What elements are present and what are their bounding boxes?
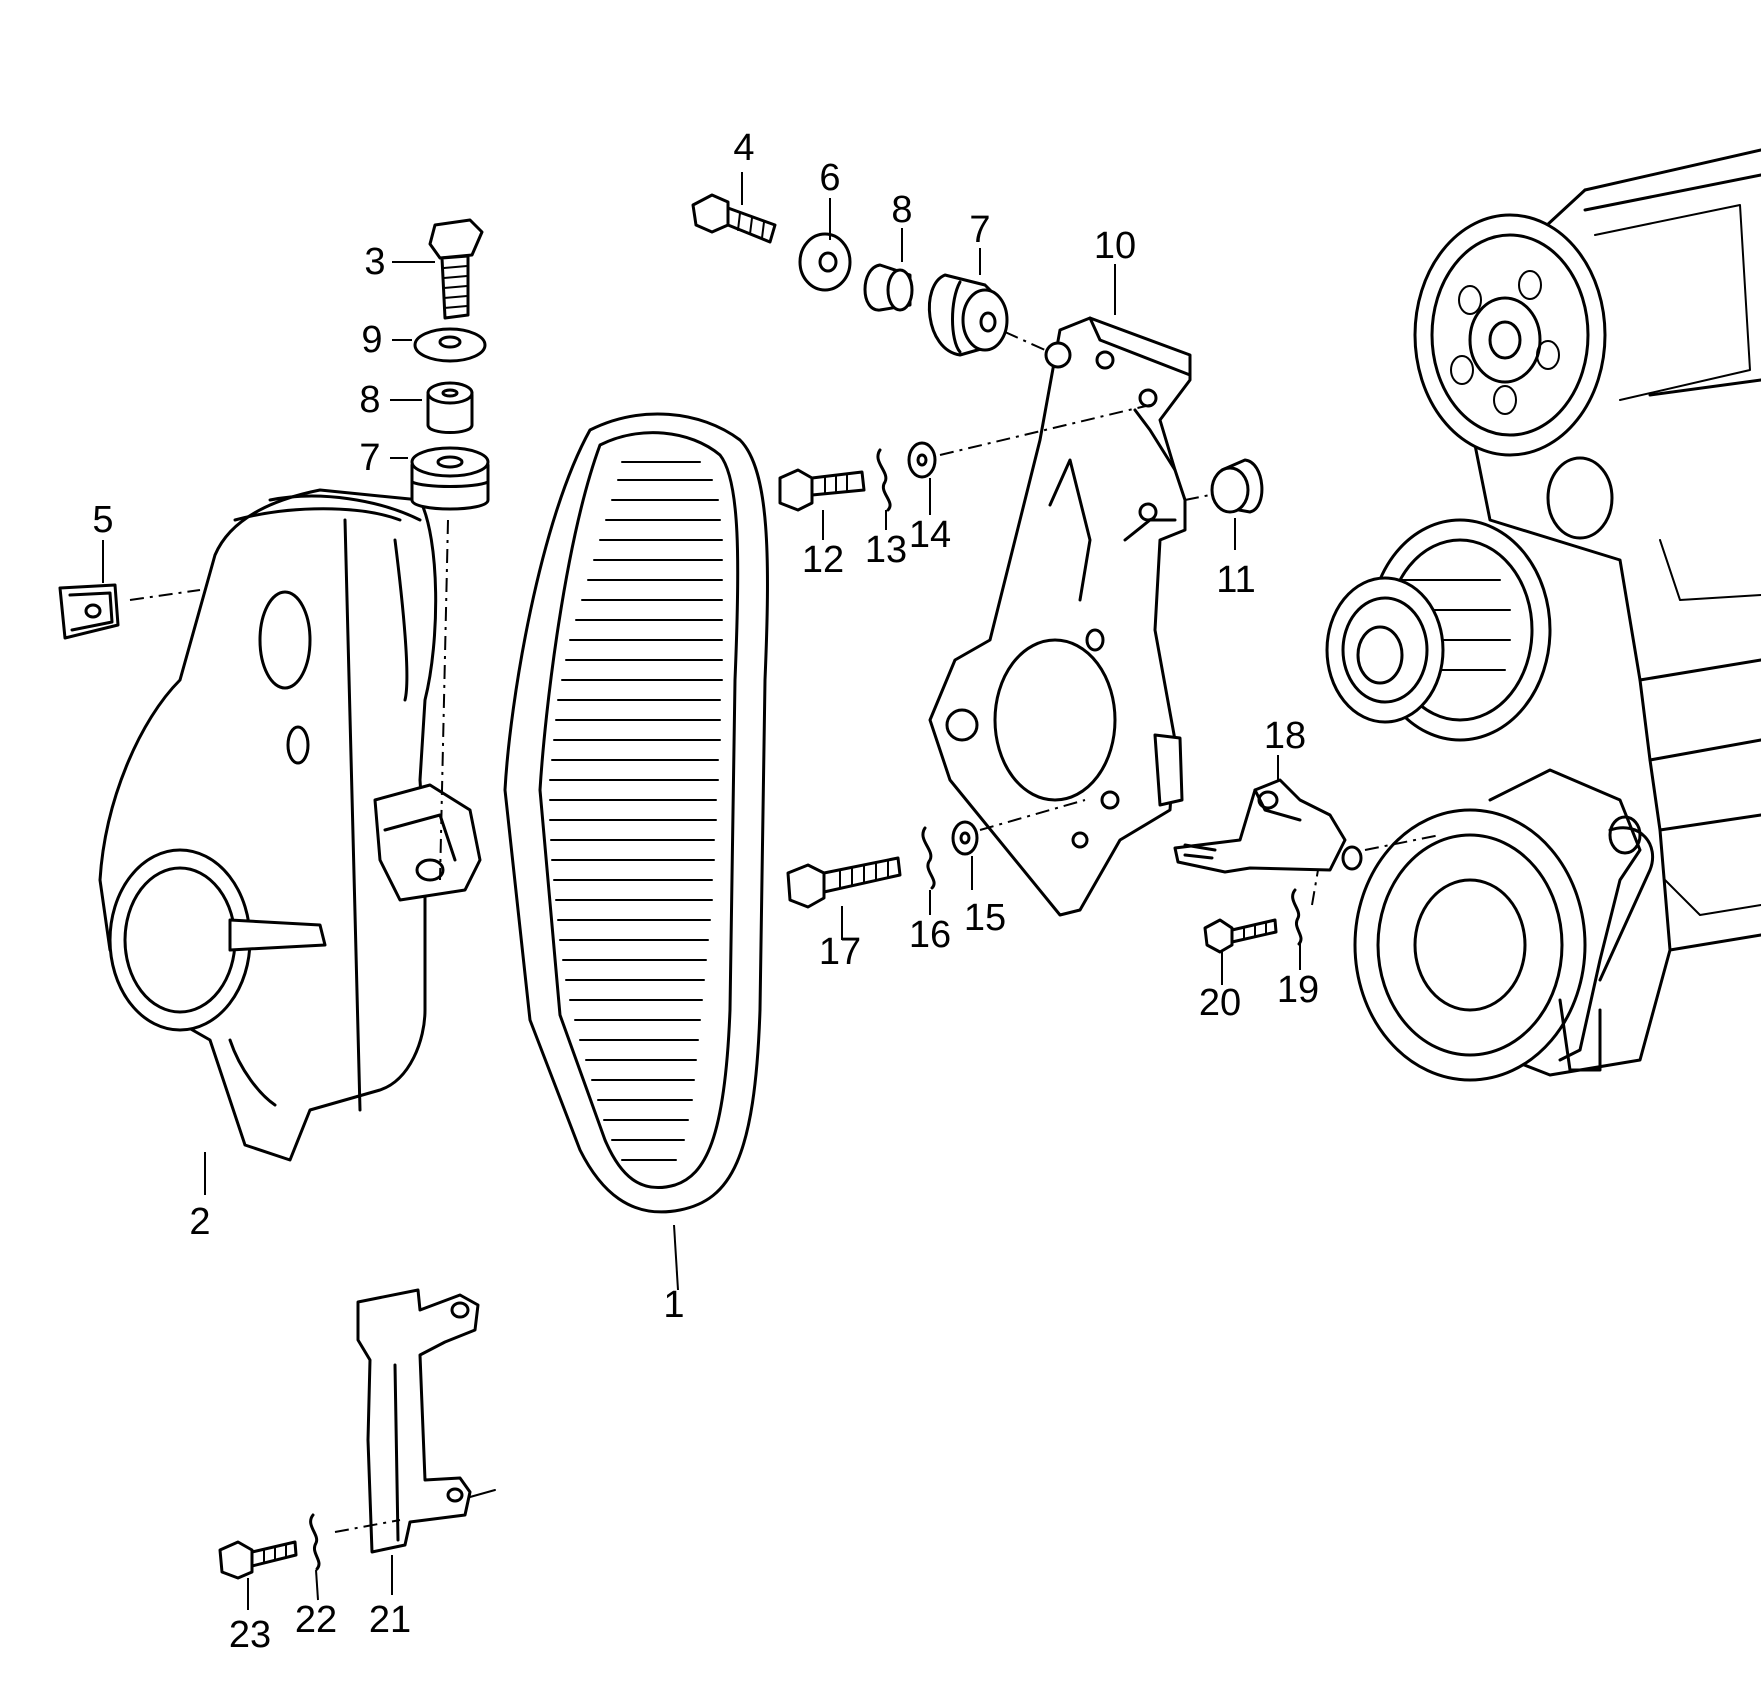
callout-20: 20: [1199, 982, 1241, 1024]
part-17-bolt: [786, 856, 902, 909]
callout-15: 15: [964, 897, 1006, 939]
callout-2: 2: [189, 1201, 210, 1243]
assembly-line-guard: [439, 519, 449, 881]
part-11-plug: [1184, 458, 1264, 514]
part-8-spacer: [426, 381, 474, 434]
assembly-line-20: [1311, 869, 1319, 906]
part-15-washer: [951, 820, 979, 856]
part-2-belt-guard: [98, 488, 482, 1162]
callout-23: 23: [229, 1614, 271, 1656]
part-22-lock-washer: [309, 1513, 321, 1571]
part-1-toothed-belt: [503, 412, 769, 1214]
leader-lines: [102, 172, 1301, 1610]
assembly-line-upper: [1004, 331, 1046, 351]
part-12-bolt: [778, 468, 866, 512]
part-6-washer: [798, 232, 852, 292]
callout-8-lower: 8: [359, 379, 380, 421]
callout-11: 11: [1216, 559, 1255, 601]
callout-17: 17: [819, 931, 861, 973]
part-4-bolt: [691, 193, 777, 244]
camshaft-sprocket: [1413, 213, 1607, 457]
callout-14: 14: [909, 514, 951, 556]
part-16-lock-washer: [921, 826, 936, 890]
callout-9: 9: [361, 319, 382, 361]
callout-19: 19: [1277, 969, 1319, 1011]
callout-3: 3: [364, 241, 385, 283]
part-7-grommet: [410, 446, 490, 511]
part-8-spacer-upper: [863, 263, 914, 312]
part-10-rear-guard: [928, 316, 1192, 917]
part-23-bolt: [218, 1540, 298, 1580]
callout-22: 22: [295, 1599, 337, 1641]
part-19-lock-washer: [1291, 888, 1303, 946]
callout-10: 10: [1094, 225, 1136, 267]
callout-7-lower: 7: [359, 437, 380, 479]
callout-12: 12: [802, 539, 844, 581]
callout-21: 21: [369, 1599, 411, 1641]
callout-7-upper: 7: [969, 209, 990, 251]
part-13-lock-washer: [876, 448, 892, 512]
callout-1: 1: [663, 1284, 684, 1326]
seal-plug: [1546, 456, 1614, 540]
assembly-line-12: [939, 404, 1151, 456]
callout-4: 4: [733, 127, 754, 169]
part-3-bolt: [428, 218, 484, 320]
callout-16: 16: [909, 914, 951, 956]
callout-6: 6: [819, 157, 840, 199]
callout-5: 5: [92, 499, 113, 541]
intermediate-pulley: [1325, 518, 1552, 742]
callout-18: 18: [1264, 715, 1306, 757]
part-18-bracket: [1173, 778, 1441, 874]
engine-block: [1325, 148, 1761, 1082]
assembly-line-17: [979, 799, 1086, 831]
part-14-washer: [907, 441, 937, 479]
callout-13: 13: [865, 529, 907, 571]
callout-labels: 1 2 3 4 5 6 7 7 8 8 9 10 11 12 13 14 15 …: [92, 127, 1319, 1656]
callout-8-upper: 8: [891, 189, 912, 231]
part-5-clip: [58, 583, 201, 640]
crankshaft-pulley: [1353, 768, 1655, 1082]
part-9-washer: [413, 327, 487, 363]
part-21-bracket: [356, 1288, 496, 1554]
assembly-line-23: [334, 1519, 401, 1533]
part-20-bolt: [1203, 918, 1278, 954]
part-7-grommet-upper: [927, 273, 1009, 357]
